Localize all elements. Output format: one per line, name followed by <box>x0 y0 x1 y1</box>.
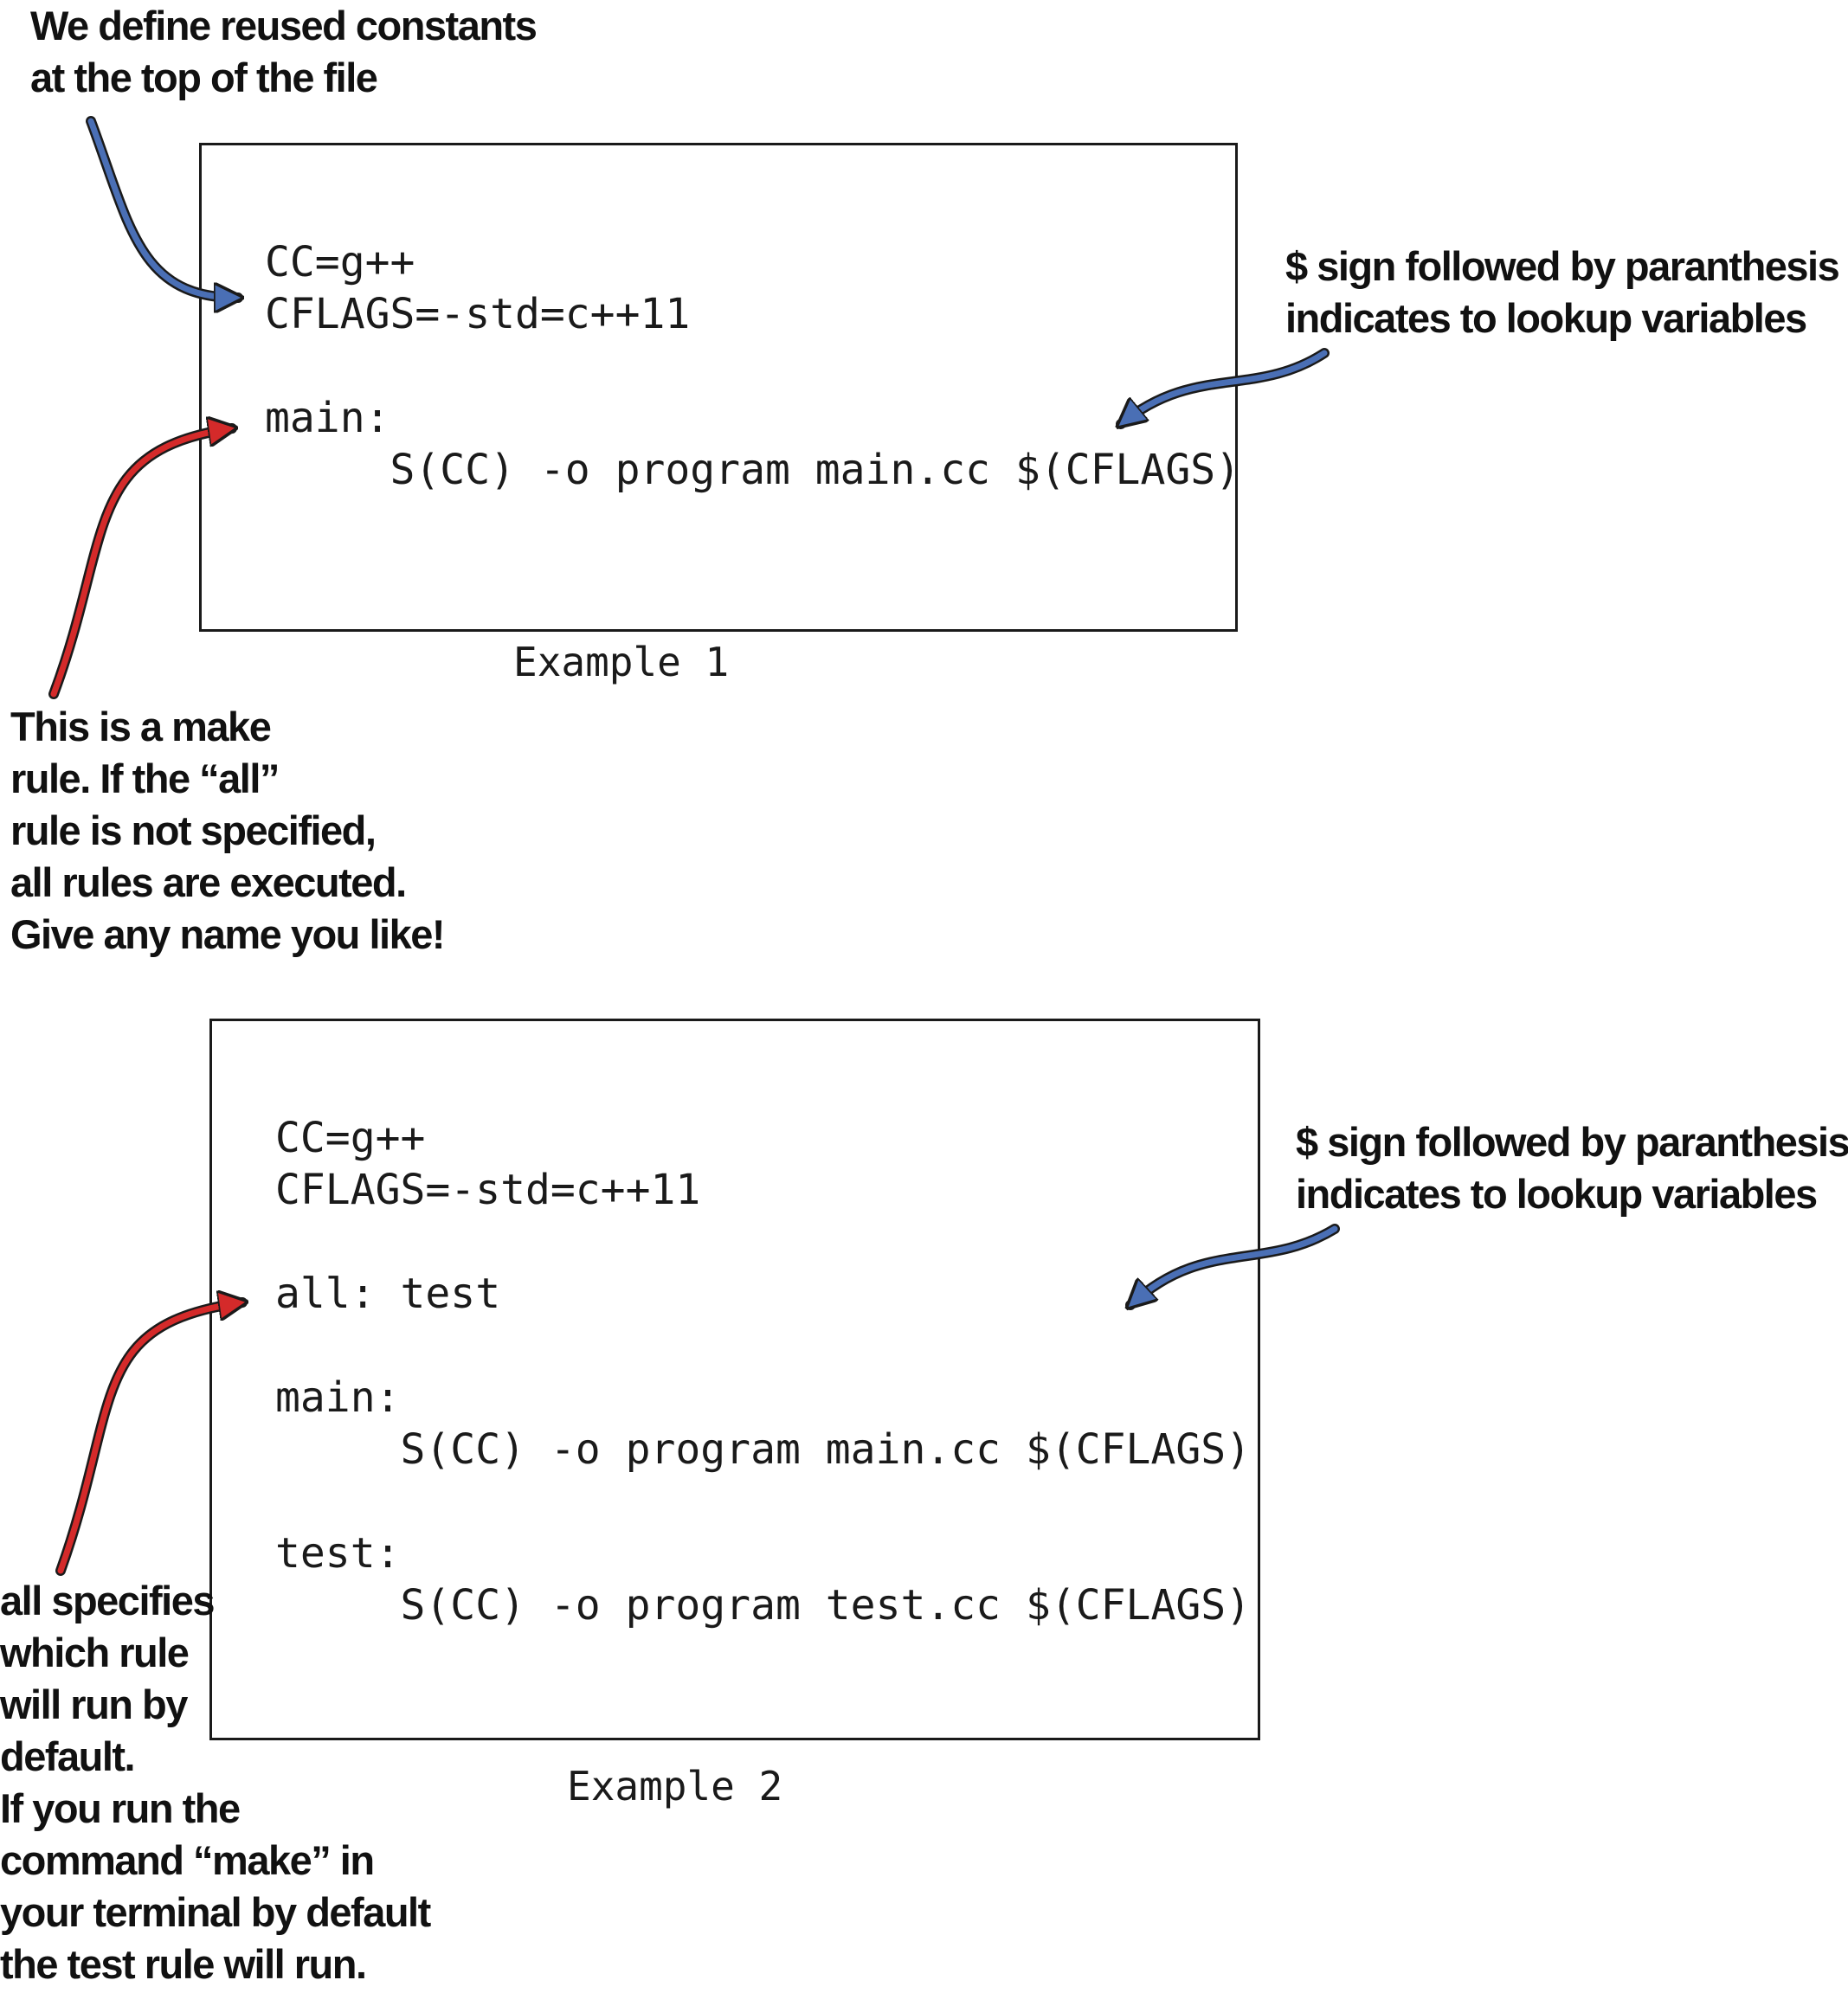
annotation-make-rule: This is a make rule. If the “all” rule i… <box>10 704 446 957</box>
example-1-code: CC=g++ CFLAGS=-std=c++11 main: S(CC) -o … <box>265 238 1241 494</box>
example-2-code-box: CC=g++ CFLAGS=-std=c++11 all: test main:… <box>209 1019 1260 1740</box>
example-1-caption: Example 1 <box>513 639 730 685</box>
annotation-constants: We define reused constants at the top of… <box>30 3 538 100</box>
annotation-lookup-1: $ sign followed by paranthesis indicates… <box>1285 243 1840 341</box>
arrow-all-default <box>55 1297 248 1576</box>
example-2-caption: Example 2 <box>567 1763 783 1810</box>
example-1-code-box: CC=g++ CFLAGS=-std=c++11 main: S(CC) -o … <box>199 143 1241 632</box>
arrow-constants <box>86 116 243 304</box>
annotation-all-default: all specifies which rule will run by def… <box>0 1578 431 1987</box>
annotation-lookup-2: $ sign followed by paranthesis indicates… <box>1296 1119 1848 1217</box>
arrow-make-rule <box>48 423 237 699</box>
example-2-code: CC=g++ CFLAGS=-std=c++11 all: test main:… <box>275 1114 1252 1630</box>
arrow-lookup-1 <box>1116 348 1330 429</box>
